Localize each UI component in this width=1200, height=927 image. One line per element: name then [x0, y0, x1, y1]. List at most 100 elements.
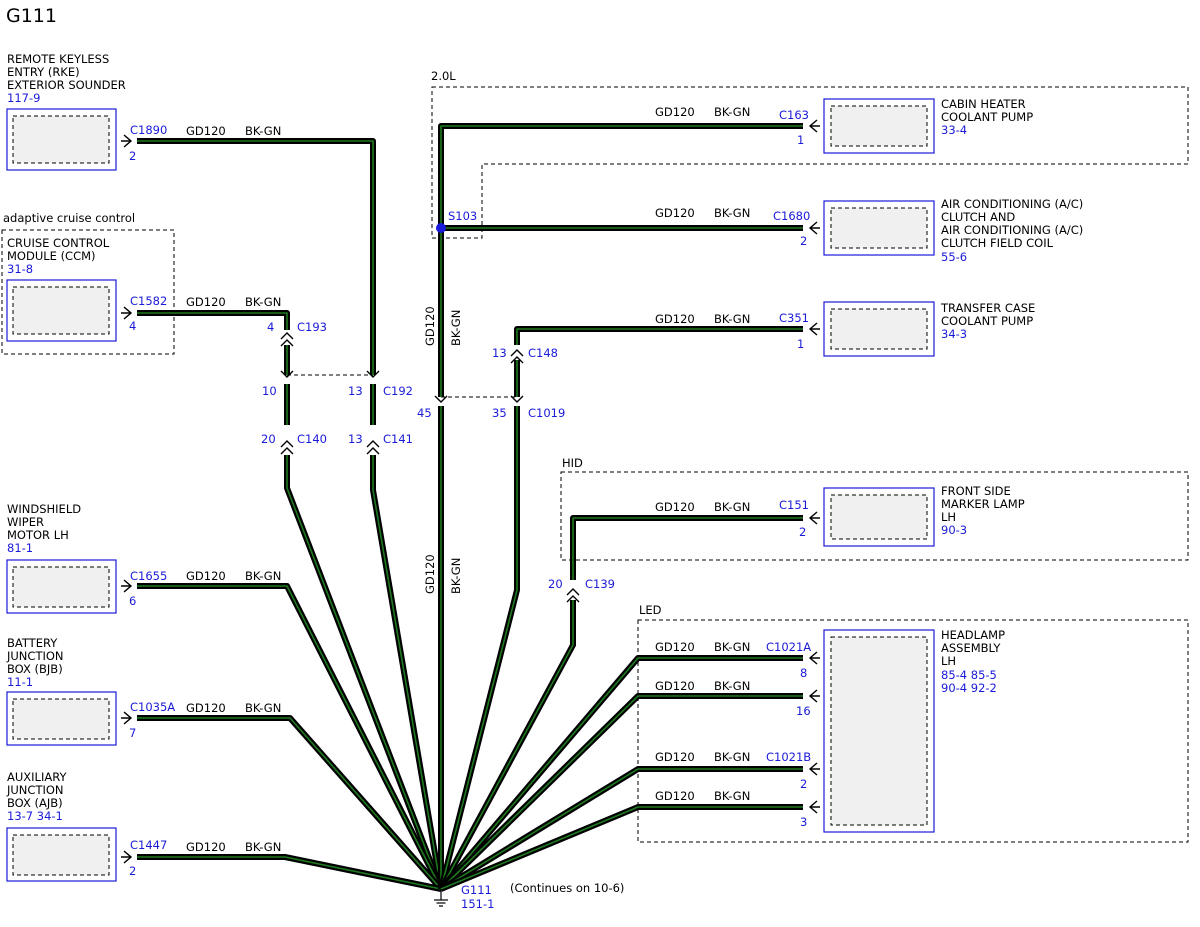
connector-chevron — [510, 395, 524, 403]
wire-gauge-label: GD120 — [655, 206, 695, 220]
component-cruise-control-module[interactable]: CRUISE CONTROL MODULE (CCM) 31-8 — [6, 236, 117, 342]
connector-chevron — [566, 595, 580, 603]
wire-gauge-label: GD120 — [423, 554, 437, 594]
wire-gauge-label: GD120 — [423, 306, 437, 346]
ground-ref-link[interactable]: 151-1 — [461, 897, 494, 911]
wire-c139-ground — [438, 600, 576, 891]
splice-node[interactable] — [436, 223, 446, 233]
wire-labels: GD120 BK-GN GD120 BK-GN GD120 BK-GN GD12… — [186, 105, 750, 854]
group-engine: 2.0L — [431, 69, 1189, 239]
connector-chevron — [121, 306, 133, 320]
component-ref-link[interactable]: 55-6 — [941, 250, 967, 264]
connector-name[interactable]: C151 — [779, 498, 809, 512]
component-ref-link[interactable]: 90-3 — [941, 523, 967, 537]
component-transfer-case-coolant-pump[interactable]: TRANSFER CASE COOLANT PUMP 34-3 — [823, 301, 1035, 357]
group-hid-label: HID — [562, 456, 583, 470]
component-ref-link[interactable]: 33-4 — [941, 123, 967, 137]
wire-color-label: BK-GN — [714, 206, 750, 220]
group-engine-label: 2.0L — [431, 69, 456, 83]
component-ref-link[interactable]: 117-9 — [7, 91, 40, 105]
connector-name[interactable]: C193 — [297, 320, 327, 334]
wire-color-label: BK-GN — [245, 569, 281, 583]
connector-chevron — [366, 440, 380, 448]
wire-rke — [137, 138, 376, 375]
connector-pin: 20 — [548, 577, 563, 591]
wire-wiper — [137, 583, 444, 891]
component-label-line: AUXILIARY — [7, 770, 67, 784]
wire-color-label: BK-GN — [449, 310, 463, 346]
connector-chevron — [280, 440, 294, 448]
connector-pin: 2 — [129, 149, 136, 163]
connector-chevron — [121, 579, 133, 593]
component-label-line: MODULE (CCM) — [7, 249, 96, 263]
wire-color-label: BK-GN — [714, 679, 750, 693]
connector-pin: 7 — [129, 726, 136, 740]
component-label-line: COOLANT PUMP — [941, 110, 1033, 124]
component-ref-link[interactable]: 13-7 34-1 — [7, 809, 63, 823]
wire-headlamp-b2 — [439, 766, 803, 892]
connector-name[interactable]: C351 — [779, 311, 809, 325]
component-ref-link[interactable]: 85-4 85-5 — [941, 668, 997, 682]
wire-cabin-heater — [438, 123, 803, 397]
connector-name[interactable]: C1035A — [130, 700, 175, 714]
component-ref-link[interactable]: 90-4 92-2 — [941, 681, 997, 695]
wire-gauge-label: GD120 — [186, 124, 226, 138]
connector-name[interactable]: C163 — [779, 108, 809, 122]
connector-chevron — [808, 689, 820, 703]
wire-gauge-label: GD120 — [655, 750, 695, 764]
wire-bjb — [137, 715, 444, 891]
component-label-line: AIR CONDITIONING (A/C) — [941, 223, 1083, 237]
component-ref-link[interactable]: 81-1 — [7, 541, 33, 555]
component-ref-link[interactable]: 11-1 — [7, 675, 33, 689]
component-label-line: FRONT SIDE — [941, 484, 1011, 498]
connector-name[interactable]: C140 — [297, 432, 327, 446]
wire-gauge-label: GD120 — [655, 500, 695, 514]
component-headlamp-assembly[interactable]: HEADLAMP ASSEMBLY LH 85-4 85-5 90-4 92-2 — [823, 628, 1005, 833]
component-ref-link[interactable]: 31-8 — [7, 262, 33, 276]
component-battery-junction-box[interactable]: BATTERY JUNCTION BOX (BJB) 11-1 — [6, 636, 117, 746]
connector-name[interactable]: C192 — [383, 384, 413, 398]
ground-name[interactable]: G111 — [461, 883, 492, 897]
connector-chevron — [808, 800, 820, 814]
component-ac-clutch[interactable]: AIR CONDITIONING (A/C) CLUTCH AND AIR CO… — [823, 197, 1083, 264]
connector-name[interactable]: C1655 — [130, 569, 167, 583]
connector-pin: 10 — [262, 384, 277, 398]
wire-ccm — [137, 310, 290, 330]
wire-color-label: BK-GN — [714, 750, 750, 764]
component-ref-link[interactable]: 34-3 — [941, 327, 967, 341]
connector-name[interactable]: C1021A — [766, 640, 811, 654]
wire-gauge-label: GD120 — [655, 640, 695, 654]
connector-name[interactable]: C1890 — [130, 123, 167, 137]
wire-gauge-label: GD120 — [655, 789, 695, 803]
connector-chevron — [808, 651, 820, 665]
component-front-side-marker-lamp[interactable]: FRONT SIDE MARKER LAMP LH 90-3 — [823, 484, 1025, 547]
connector-name[interactable]: C139 — [585, 577, 615, 591]
component-windshield-wiper-motor[interactable]: WINDSHIELD WIPER MOTOR LH 81-1 — [6, 502, 117, 614]
connector-name[interactable]: C1680 — [773, 209, 810, 223]
component-label-line: CLUTCH FIELD COIL — [941, 236, 1054, 250]
component-label-line: JUNCTION — [6, 649, 64, 663]
connector-name[interactable]: C1021B — [766, 750, 811, 764]
ground-point[interactable]: G111 151-1 (Continues on 10-6) — [434, 881, 624, 911]
wire-color-label: BK-GN — [714, 789, 750, 803]
component-label-line: CRUISE CONTROL — [7, 236, 110, 250]
wire-color-label: BK-GN — [714, 640, 750, 654]
component-auxiliary-junction-box[interactable]: AUXILIARY JUNCTION BOX (AJB) 13-7 34-1 — [6, 770, 117, 882]
connector-name[interactable]: C1447 — [130, 838, 167, 852]
splice-label[interactable]: S103 — [448, 209, 477, 223]
connector-labels: C1890 2 C1582 4 C1655 6 C1035A 7 C1447 2… — [129, 108, 811, 878]
component-rke-sounder[interactable]: REMOTE KEYLESS ENTRY (RKE) EXTERIOR SOUN… — [6, 52, 126, 171]
wire-gauge-label: GD120 — [186, 701, 226, 715]
connector-name[interactable]: C141 — [383, 432, 413, 446]
connector-chevron — [510, 349, 524, 357]
component-cabin-heater-coolant-pump[interactable]: CABIN HEATER COOLANT PUMP 33-4 — [823, 97, 1033, 154]
connector-pin: 2 — [800, 234, 807, 248]
connector-name[interactable]: C1582 — [130, 294, 167, 308]
component-label-line: COOLANT PUMP — [941, 314, 1033, 328]
group-hid: HID — [560, 456, 1189, 561]
connector-name[interactable]: C148 — [528, 346, 558, 360]
connector-pin: 6 — [129, 594, 136, 608]
connector-name[interactable]: C1019 — [528, 406, 565, 420]
wire-gauge-label: GD120 — [186, 295, 226, 309]
component-label-line: JUNCTION — [6, 783, 64, 797]
